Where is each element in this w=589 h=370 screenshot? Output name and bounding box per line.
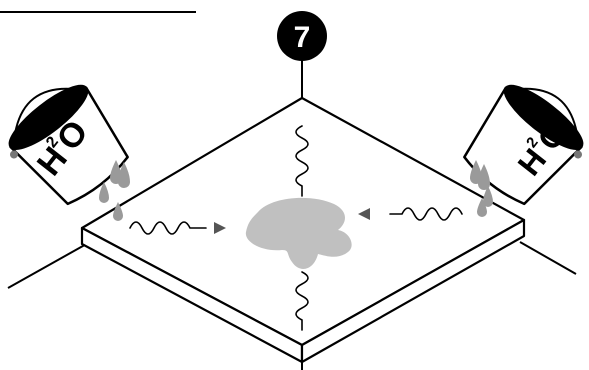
step-badge-circle	[277, 11, 327, 61]
wave-top	[295, 125, 309, 197]
right-bucket-rim	[503, 84, 584, 150]
arrow-right	[358, 208, 370, 220]
left-bucket-body	[9, 86, 129, 206]
drop	[483, 186, 493, 207]
water-stain	[245, 197, 352, 269]
left-bucket-rim	[8, 84, 89, 150]
right-bucket-body	[463, 86, 583, 206]
step-badge: 7	[277, 11, 327, 61]
drop	[118, 162, 130, 188]
drop	[478, 164, 490, 190]
step-number: 7	[294, 21, 311, 54]
wave-right	[389, 207, 463, 221]
slab-side-right	[300, 218, 526, 364]
right-water-drops	[470, 160, 493, 217]
wave-bottom	[295, 271, 309, 331]
left-water-drops	[99, 160, 130, 221]
arrows	[214, 208, 370, 234]
left-bucket-handle-knob	[9, 150, 18, 159]
drop	[113, 202, 123, 221]
left-bucket-handle	[12, 87, 87, 148]
moisture-paths	[129, 125, 463, 331]
header-rule	[0, 11, 196, 13]
right-bucket-handle	[505, 87, 580, 148]
floor-lines	[7, 56, 577, 370]
right-bucket-handle-knob	[574, 150, 583, 159]
right-bucket	[463, 84, 584, 206]
wave-left	[129, 221, 207, 235]
arrow-left	[214, 222, 226, 234]
drop	[477, 198, 487, 217]
left-bucket	[8, 84, 129, 206]
drop	[99, 182, 109, 203]
